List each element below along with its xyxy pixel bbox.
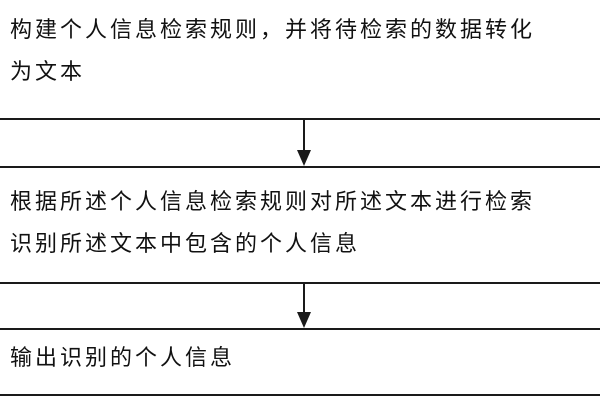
step-box-3: 输出识别的个人信息 [0, 328, 600, 396]
step-3-text: 输出识别的个人信息 [10, 346, 236, 371]
step-1-text: 构建个人信息检索规则，并将待检索的数据转化 为文本 [10, 18, 536, 85]
step-box-2: 根据所述个人信息检索规则对所述文本进行检索 识别所述文本中包含的个人信息 [0, 166, 600, 284]
down-arrow-icon [296, 284, 312, 328]
step-2-text: 根据所述个人信息检索规则对所述文本进行检索 识别所述文本中包含的个人信息 [10, 190, 536, 257]
down-arrow-1-shape [297, 120, 311, 166]
step-box-1: 构建个人信息检索规则，并将待检索的数据转化 为文本 [0, 0, 600, 120]
down-arrow-icon [296, 120, 312, 166]
down-arrow-2-shape [297, 284, 311, 328]
